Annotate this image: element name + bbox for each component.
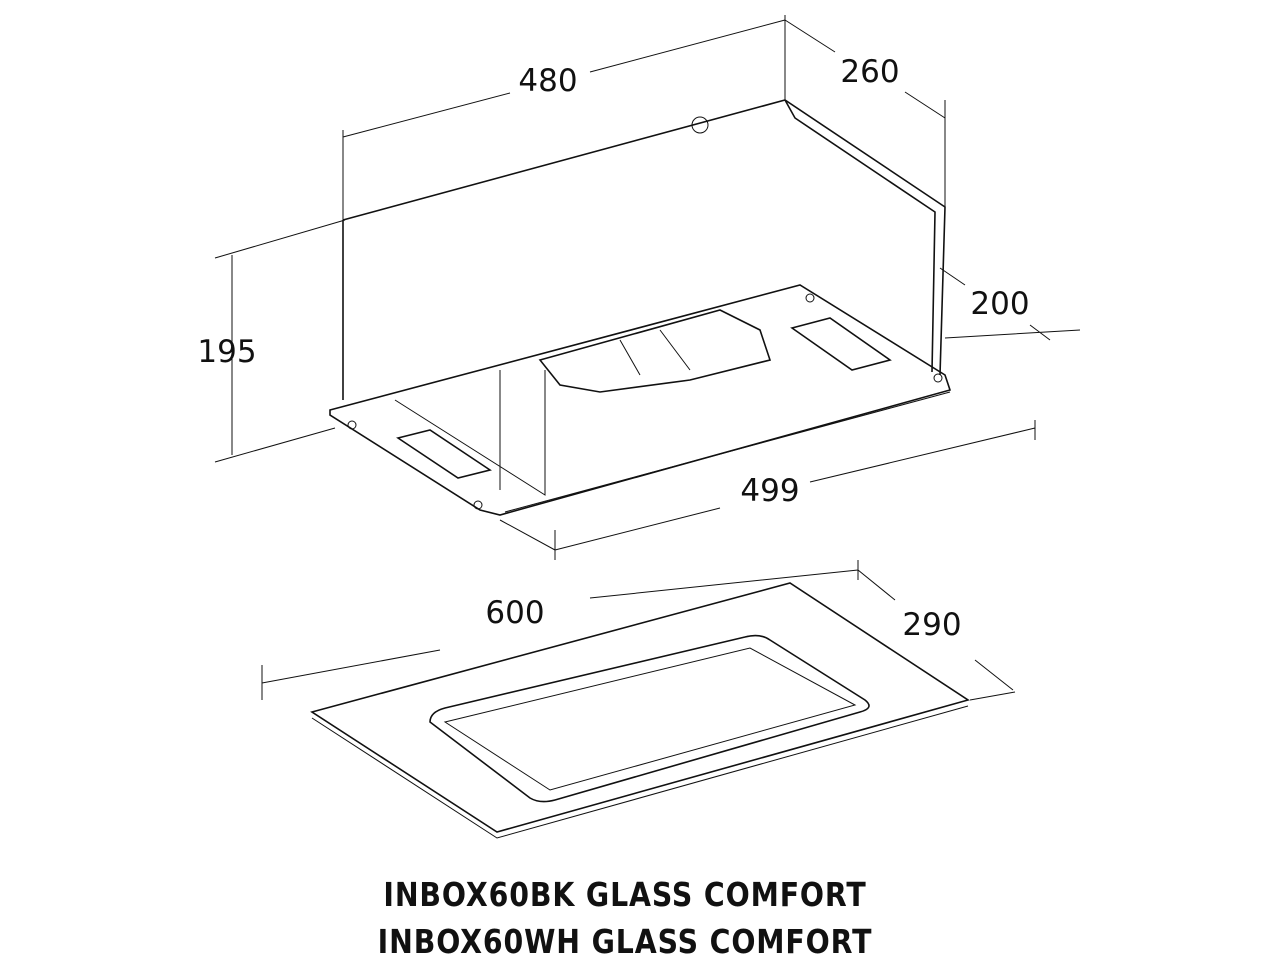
dim-depth-top: 260 — [840, 54, 899, 90]
dim-height: 195 — [197, 334, 256, 370]
dimension-lines — [214, 15, 1081, 701]
dim-depth-inner: 200 — [970, 286, 1029, 322]
dim-width-base: 499 — [740, 473, 799, 509]
model-title-bk: INBOX60BK GLASS COMFORT — [383, 875, 867, 914]
dim-width-top: 480 — [518, 63, 577, 99]
dim-width-glass: 600 — [485, 595, 544, 631]
dim-depth-glass: 290 — [902, 607, 961, 643]
model-title-wh: INBOX60WH GLASS COMFORT — [377, 922, 873, 960]
glass-panel — [310, 582, 970, 839]
hood-body — [329, 99, 952, 516]
